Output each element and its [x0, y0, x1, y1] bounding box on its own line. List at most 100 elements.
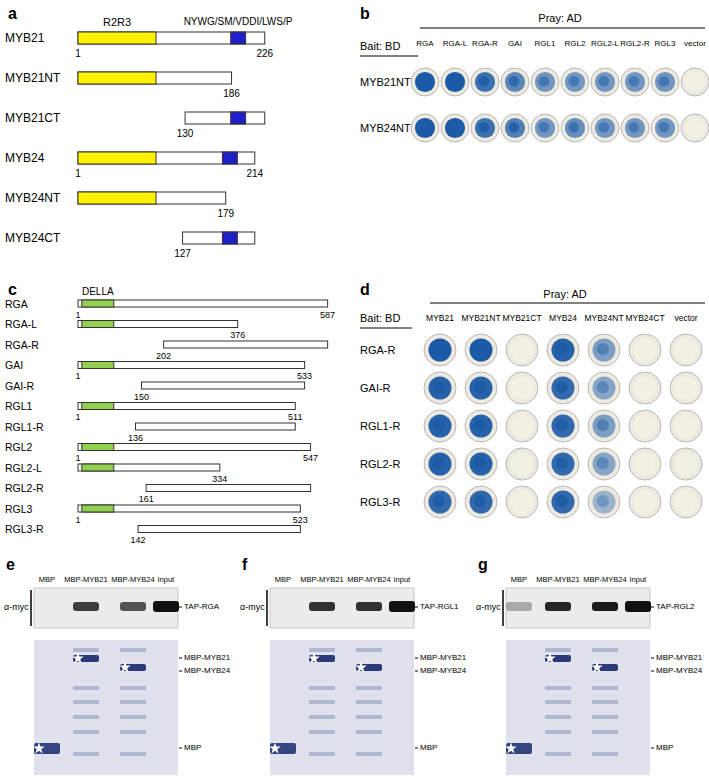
yeast-plate [547, 448, 579, 480]
band-tick [415, 658, 418, 659]
yeast-colony-core [509, 76, 520, 87]
yeast-colony [674, 338, 697, 361]
residue-number: 142 [131, 536, 146, 545]
band-tick [651, 658, 654, 659]
yeast-colony-core [474, 381, 486, 393]
yeast-colony [674, 452, 697, 475]
yeast-colony [625, 72, 645, 92]
lane-header: input [630, 576, 646, 584]
domain-label: DELLA [82, 287, 114, 297]
band-tick [179, 748, 182, 749]
yeast-colony-core [433, 343, 445, 355]
residue-number: 179 [217, 209, 234, 219]
band-star [355, 661, 367, 672]
yeast-colony-core [597, 419, 609, 431]
protein-bar [78, 300, 328, 307]
yeast-colony [415, 72, 435, 92]
yeast-colony-core [433, 381, 445, 393]
della-domain [82, 321, 114, 328]
yeast-colony-core [556, 419, 568, 431]
yeast-colony [415, 118, 435, 138]
protein-bar [78, 505, 300, 512]
protein-bar [141, 382, 304, 389]
row-label: MYB24NT [360, 123, 411, 134]
yeast-colony [674, 376, 697, 399]
yeast-colony-core [433, 495, 445, 507]
yeast-colony [510, 490, 533, 513]
yeast-plate [411, 114, 439, 142]
band-tick [651, 607, 654, 608]
yeast-colony [551, 338, 574, 361]
yeast-colony [428, 490, 451, 513]
residue-number: 1 [75, 310, 80, 319]
protein-bar [183, 232, 255, 244]
gel-band [120, 752, 146, 756]
gel-band [356, 700, 382, 704]
motif-box [231, 112, 246, 124]
band-tick [651, 748, 654, 749]
gel-band [309, 686, 335, 690]
yeast-plate [591, 114, 619, 142]
protein-name: MYB21CT [5, 112, 60, 124]
della-domain [82, 300, 114, 307]
yeast-colony [505, 118, 525, 138]
yeast-colony [551, 414, 574, 437]
gel-band [120, 686, 146, 690]
yeast-colony-core [509, 122, 520, 133]
yeast-plate [547, 372, 579, 404]
residue-number: 226 [256, 49, 273, 59]
row-label: RGL3-R [360, 497, 400, 508]
row-label: MYB21NT [360, 77, 411, 88]
band-label: TAP-RGA [184, 603, 219, 611]
protein-name: MYB21 [5, 32, 44, 44]
yeast-plate [501, 114, 529, 142]
yeast-plate [441, 114, 469, 142]
header-rule [430, 303, 705, 304]
yeast-colony-core [556, 381, 568, 393]
yeast-colony-core [419, 122, 430, 133]
residue-number: 127 [174, 249, 191, 259]
band-star [308, 652, 320, 663]
yeast-plate [588, 334, 620, 366]
gel-band [73, 700, 99, 704]
yeast-colony [428, 376, 451, 399]
column-header: RGA-L [443, 40, 467, 48]
yeast-plate [588, 448, 620, 480]
residue-number: 1 [75, 413, 80, 422]
yeast-colony [592, 452, 615, 475]
column-header: RGL2-L [591, 40, 619, 48]
column-header: RGA [416, 40, 433, 48]
band-label: MBP-MYB21 [420, 654, 466, 662]
protein-name: RGL2-L [5, 462, 42, 473]
yeast-colony [685, 72, 705, 92]
yeast-plate [670, 334, 702, 366]
row-label: RGL2-R [360, 459, 400, 470]
yeast-plate [629, 448, 661, 480]
protein-bar [78, 444, 311, 451]
gel-band [356, 752, 382, 756]
yeast-plate [424, 410, 456, 442]
protein-name: RGA-R [5, 339, 39, 350]
band-label: MBP-MYB21 [656, 654, 702, 662]
lane-header: MBP-MYB24 [111, 576, 154, 584]
band-star [33, 742, 45, 753]
residue-number: 202 [156, 351, 171, 360]
header-rule [420, 28, 705, 29]
yeast-plate [506, 372, 538, 404]
yeast-plate [501, 68, 529, 96]
yeast-plate [670, 410, 702, 442]
protein-name: RGL2-R [5, 483, 44, 494]
yeast-plate [531, 68, 559, 96]
yeast-colony-core [433, 419, 445, 431]
protein-name: RGL1 [5, 401, 32, 412]
yeast-colony-core [433, 457, 445, 469]
gel-band [545, 752, 571, 756]
gel-band [73, 686, 99, 690]
residue-number: 1 [75, 49, 81, 59]
yeast-colony [674, 414, 697, 437]
yeast-colony-core [597, 343, 609, 355]
residue-number: 376 [230, 331, 245, 340]
blot-band [356, 602, 382, 611]
band-label: TAP-RGL2 [656, 603, 695, 611]
